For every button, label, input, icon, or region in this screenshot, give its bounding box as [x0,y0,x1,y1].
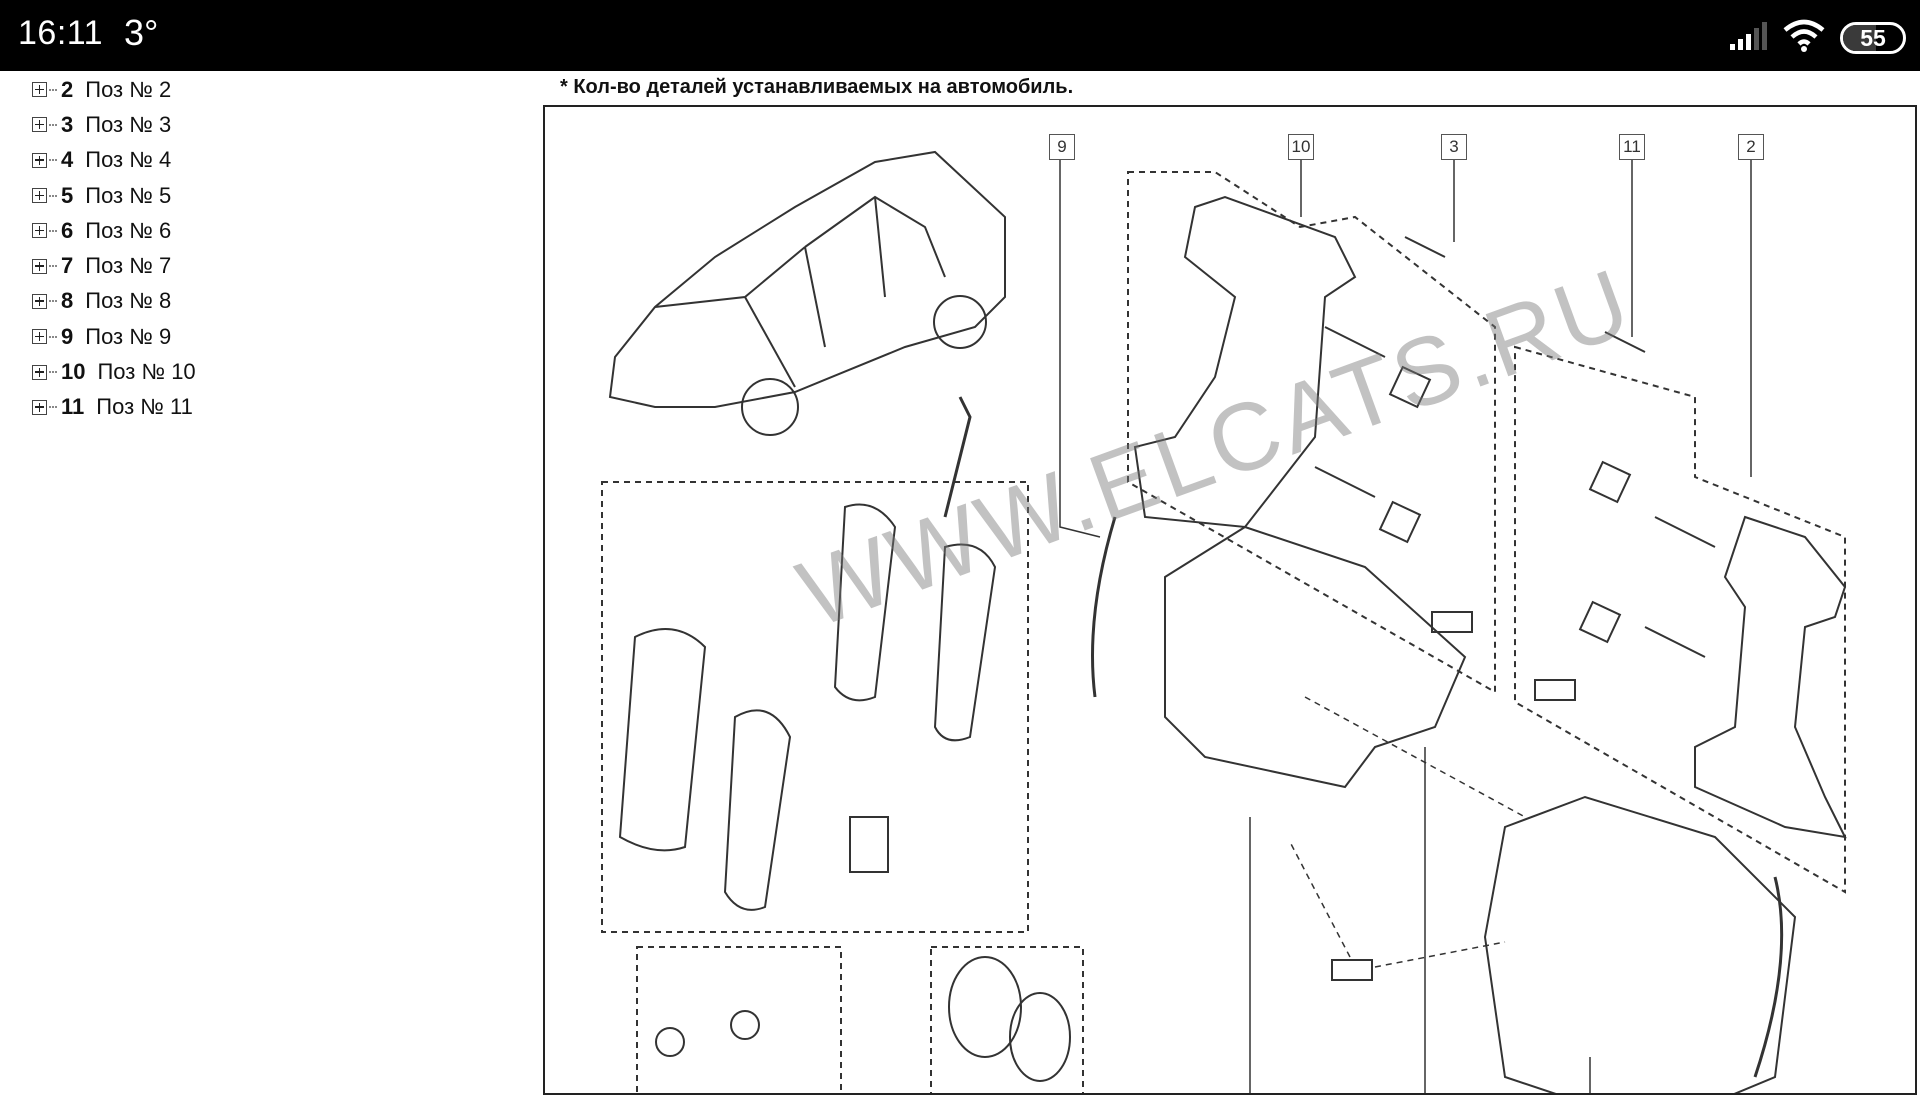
expand-icon[interactable] [32,364,47,380]
brake-pads-group [601,481,1029,933]
tree-item[interactable]: 2 Поз № 2 [32,72,196,107]
tree-connector [49,123,57,126]
tree-item-label: Поз № 11 [96,394,193,420]
tree-connector [49,159,57,162]
expand-icon[interactable] [32,117,47,133]
tree-item-number: 11 [61,394,85,420]
tree-connector [49,88,57,91]
expand-icon[interactable] [32,223,47,239]
seal-kit [930,946,1084,1093]
tree-item-number: 2 [61,76,74,102]
tree-item[interactable]: 7 Поз № 7 [32,248,196,283]
callout-11[interactable]: 11 [1619,134,1645,160]
callout-9[interactable]: 9 [1049,134,1075,160]
tree-item-number: 7 [61,253,74,279]
expand-icon[interactable] [32,293,47,309]
diagram-drawing [601,147,1847,1093]
tree-connector [49,300,57,303]
tree-item-number: 6 [61,217,74,243]
expand-icon[interactable] [32,258,47,274]
carrier-group-right [1514,345,1846,894]
tree-connector [49,406,57,409]
tree-item-label: Поз № 8 [85,288,172,314]
tree-item-label: Поз № 9 [85,323,172,349]
tree-connector [49,265,57,268]
tree-item[interactable]: 3 Поз № 3 [32,107,196,142]
tree-item[interactable]: 5 Поз № 5 [32,178,196,213]
tree-item-label: Поз № 10 [97,359,196,385]
tree-item[interactable]: 6 Поз № 6 [32,213,196,248]
tree-item-label: Поз № 3 [85,111,172,137]
callout-10[interactable]: 10 [1288,134,1314,160]
parts-tree: 2 Поз № 2 3 Поз № 3 4 Поз № 4 5 Поз № 5 6 Поз № 6… [32,72,196,425]
tree-item-number: 9 [61,323,74,349]
temperature: 3° [124,12,159,53]
tree-item-number: 10 [61,359,86,385]
quantity-note: * Кол-во деталей устанавливаемых на авто… [560,76,1074,98]
car-illustration [608,150,1006,436]
tree-item-number: 8 [61,288,74,314]
tree-connector [49,229,57,232]
tree-item-label: Поз № 7 [85,253,172,279]
tree-item-label: Поз № 2 [85,76,172,102]
tree-item[interactable]: 11 Поз № 11 [32,390,196,425]
tree-connector [49,371,57,374]
tree-connector [49,335,57,338]
carrier-group [1127,171,1496,694]
battery-level: 55 [1860,25,1886,51]
guide-pins-kit [636,946,842,1093]
brake-pads [618,503,997,911]
tree-item[interactable]: 9 Поз № 9 [32,319,196,354]
battery-icon: 55 [1840,22,1906,54]
expand-icon[interactable] [32,82,47,98]
label-plate [1431,611,1473,633]
parts-diagram[interactable]: 9 10 3 11 2 WWW.ELCATS.RU [543,105,1917,1095]
expand-icon[interactable] [32,152,47,168]
tree-item-label: Поз № 6 [85,217,172,243]
wifi-icon [1783,19,1825,52]
tree-item[interactable]: 8 Поз № 8 [32,284,196,319]
callout-2[interactable]: 2 [1738,134,1764,160]
tree-item-label: Поз № 4 [85,147,172,173]
expand-icon[interactable] [32,329,47,345]
status-bar: 16:11 3° 55 [0,0,1920,71]
tree-item-label: Поз № 5 [85,182,172,208]
tree-item[interactable]: 4 Поз № 4 [32,143,196,178]
callout-3[interactable]: 3 [1441,134,1467,160]
tree-item-number: 4 [61,147,74,173]
tree-item[interactable]: 10 Поз № 10 [32,354,196,389]
signal-icon [1730,22,1767,50]
expand-icon[interactable] [32,188,47,204]
tree-connector [49,194,57,197]
expand-icon[interactable] [32,399,47,415]
tree-item-number: 3 [61,111,74,137]
tree-item-number: 5 [61,182,74,208]
clock: 16:11 [18,14,104,52]
